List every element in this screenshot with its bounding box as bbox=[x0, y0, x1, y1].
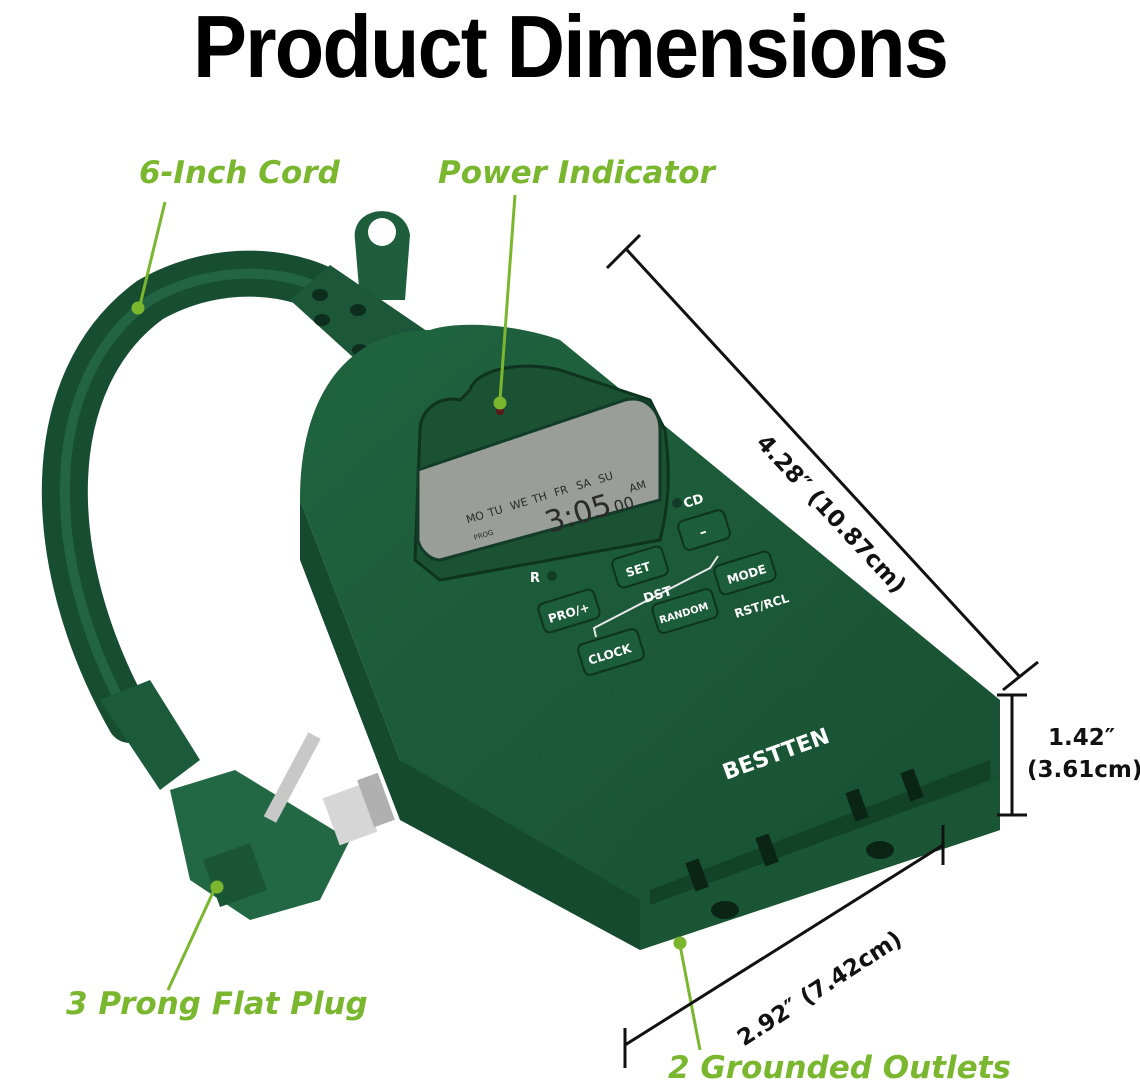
dst-bracket bbox=[592, 555, 719, 638]
lcd-panel bbox=[413, 364, 670, 582]
dimension-height-in: 1.42″ bbox=[1048, 725, 1116, 751]
callout-cord: 6-Inch Cord bbox=[139, 155, 340, 191]
lcd-day-fr: FR bbox=[553, 483, 571, 500]
outlet-face bbox=[650, 700, 990, 919]
lcd-day-we: WE bbox=[509, 495, 530, 513]
reset-label: R bbox=[530, 571, 540, 586]
callout-outlets: 2 Grounded Outlets bbox=[668, 1050, 1011, 1086]
countdown-label: CD bbox=[682, 491, 706, 511]
random-button[interactable]: RANDOM bbox=[651, 588, 719, 635]
lcd-day-sa: SA bbox=[575, 476, 593, 493]
clock-button[interactable]: CLOCK bbox=[577, 628, 646, 677]
lcd-day-tu: TU bbox=[486, 503, 505, 520]
callout-lines bbox=[131, 194, 702, 1051]
set-button[interactable]: SET bbox=[611, 545, 669, 589]
cord bbox=[41, 250, 363, 743]
minus-button[interactable]: – bbox=[677, 509, 732, 552]
lcd-day-su: SU bbox=[597, 469, 615, 486]
prog-plus-button[interactable]: PRO/+ bbox=[537, 588, 601, 634]
countdown-indicator-icon bbox=[672, 498, 682, 508]
dimension-height-cm: (3.61cm) bbox=[1027, 757, 1140, 783]
page-title: Product Dimensions bbox=[192, 0, 949, 96]
callout-power-indicator: Power Indicator bbox=[438, 155, 715, 191]
dimension-lines bbox=[605, 233, 1039, 1068]
hanging-loop bbox=[354, 211, 410, 300]
plug bbox=[100, 680, 395, 920]
svg-text:–: – bbox=[697, 524, 708, 541]
lcd-day-th: TH bbox=[530, 489, 549, 506]
callout-plug: 3 Prong Flat Plug bbox=[66, 986, 368, 1022]
mode-button[interactable]: MODE bbox=[713, 550, 777, 596]
reset-hole-icon[interactable] bbox=[547, 571, 557, 581]
lcd-ampm: AM bbox=[628, 478, 648, 495]
lcd-day-mo: MO bbox=[465, 509, 486, 527]
